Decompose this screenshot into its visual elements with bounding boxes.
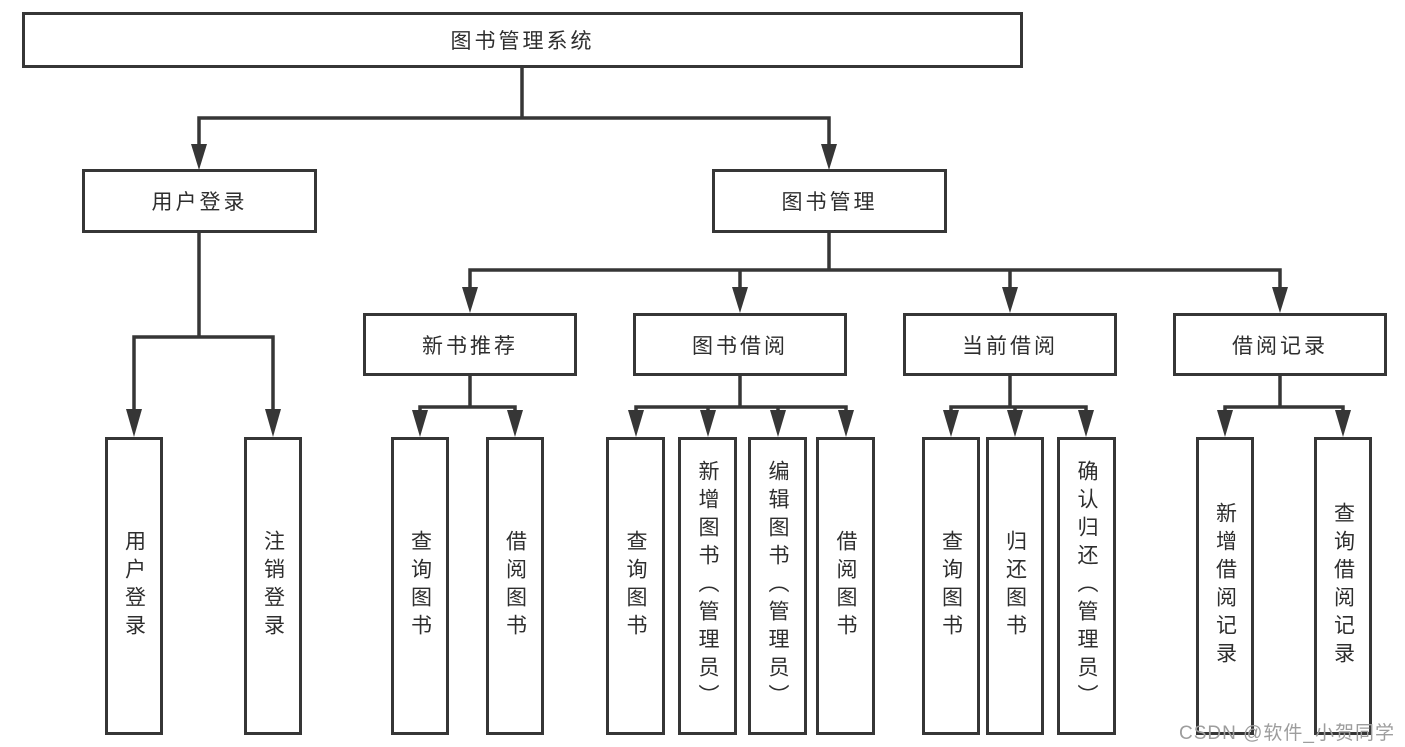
leaf-confirm-return-admin: 确认归还（管理员） <box>1057 437 1116 735</box>
node-label: 用户登录 <box>151 191 248 214</box>
leaf-user-login: 用户登录 <box>105 437 163 735</box>
leaf-borrow-books-recommend: 借阅图书 <box>486 437 544 735</box>
arrow-down-icon <box>462 287 478 313</box>
node-user-login: 用户登录 <box>82 169 317 233</box>
csdn-watermark: CSDN @软件_小贺同学 <box>1179 723 1395 744</box>
leaf-add-borrow-record: 新增借阅记录 <box>1196 437 1254 735</box>
node-book-borrow: 图书借阅 <box>633 313 847 376</box>
arrow-down-icon <box>700 410 716 437</box>
arrow-down-icon <box>838 410 854 437</box>
node-label: 编辑图书（管理员） <box>766 460 789 712</box>
node-label: 查询图书 <box>408 530 432 642</box>
connector-borrow-records-to-leaves <box>1223 374 1345 414</box>
node-label: 注销登录 <box>261 530 285 642</box>
leaf-return-book: 归还图书 <box>986 437 1044 735</box>
node-label: 确认归还（管理员） <box>1075 460 1098 712</box>
arrow-down-icon <box>628 410 644 437</box>
arrow-down-icon <box>191 144 207 170</box>
node-label: 图书借阅 <box>692 334 788 358</box>
node-label: 新增图书（管理员） <box>696 460 719 712</box>
leaf-query-books-borrow: 查询图书 <box>606 437 665 735</box>
connector-book-management-to-level2 <box>468 231 1282 292</box>
leaf-borrow-books: 借阅图书 <box>816 437 875 735</box>
connector-user-login-to-leaves <box>132 231 275 414</box>
node-label: 新书推荐 <box>422 334 518 358</box>
arrow-down-icon <box>1272 287 1288 313</box>
leaf-query-borrow-record: 查询借阅记录 <box>1314 437 1372 735</box>
node-label: 查询借阅记录 <box>1331 502 1355 670</box>
connector-new-book-to-leaves <box>418 374 517 414</box>
node-label: 图书管理系统 <box>450 30 595 53</box>
leaf-logout: 注销登录 <box>244 437 302 735</box>
node-label: 借阅记录 <box>1232 334 1328 358</box>
arrow-down-icon <box>412 410 428 437</box>
node-label: 查询图书 <box>939 530 963 642</box>
arrow-down-icon <box>770 410 786 437</box>
node-borrow-records: 借阅记录 <box>1173 313 1387 376</box>
arrow-down-icon <box>1078 410 1094 437</box>
node-label: 当前借阅 <box>962 334 1058 358</box>
node-label: 归还图书 <box>1003 530 1027 642</box>
leaf-edit-book-admin: 编辑图书（管理员） <box>748 437 807 735</box>
arrow-down-icon <box>507 410 523 437</box>
arrow-down-icon <box>821 144 837 170</box>
arrow-down-icon <box>943 410 959 437</box>
node-current-borrow: 当前借阅 <box>903 313 1117 376</box>
node-book-management: 图书管理 <box>712 169 947 233</box>
arrow-down-icon <box>1217 410 1233 437</box>
node-label: 借阅图书 <box>503 530 527 642</box>
arrow-down-icon <box>732 287 748 313</box>
node-label: 新增借阅记录 <box>1213 502 1237 670</box>
node-label: 查询图书 <box>624 530 647 642</box>
node-library-management-system: 图书管理系统 <box>22 12 1023 68</box>
connector-book-borrow-to-leaves <box>634 374 848 414</box>
leaf-add-book-admin: 新增图书（管理员） <box>678 437 737 735</box>
node-new-book-recommend: 新书推荐 <box>363 313 577 376</box>
arrow-down-icon <box>126 409 142 437</box>
arrow-down-icon <box>265 409 281 437</box>
arrow-down-icon <box>1007 410 1023 437</box>
node-label: 图书管理 <box>781 191 878 214</box>
connector-root-to-level1 <box>197 66 831 148</box>
leaf-query-books-recommend: 查询图书 <box>391 437 449 735</box>
arrow-down-icon <box>1002 287 1018 313</box>
connector-current-borrow-to-leaves <box>949 374 1088 414</box>
node-label: 用户登录 <box>122 530 146 642</box>
leaf-query-books-current: 查询图书 <box>922 437 980 735</box>
node-label: 借阅图书 <box>834 530 857 642</box>
arrow-down-icon <box>1335 410 1351 437</box>
